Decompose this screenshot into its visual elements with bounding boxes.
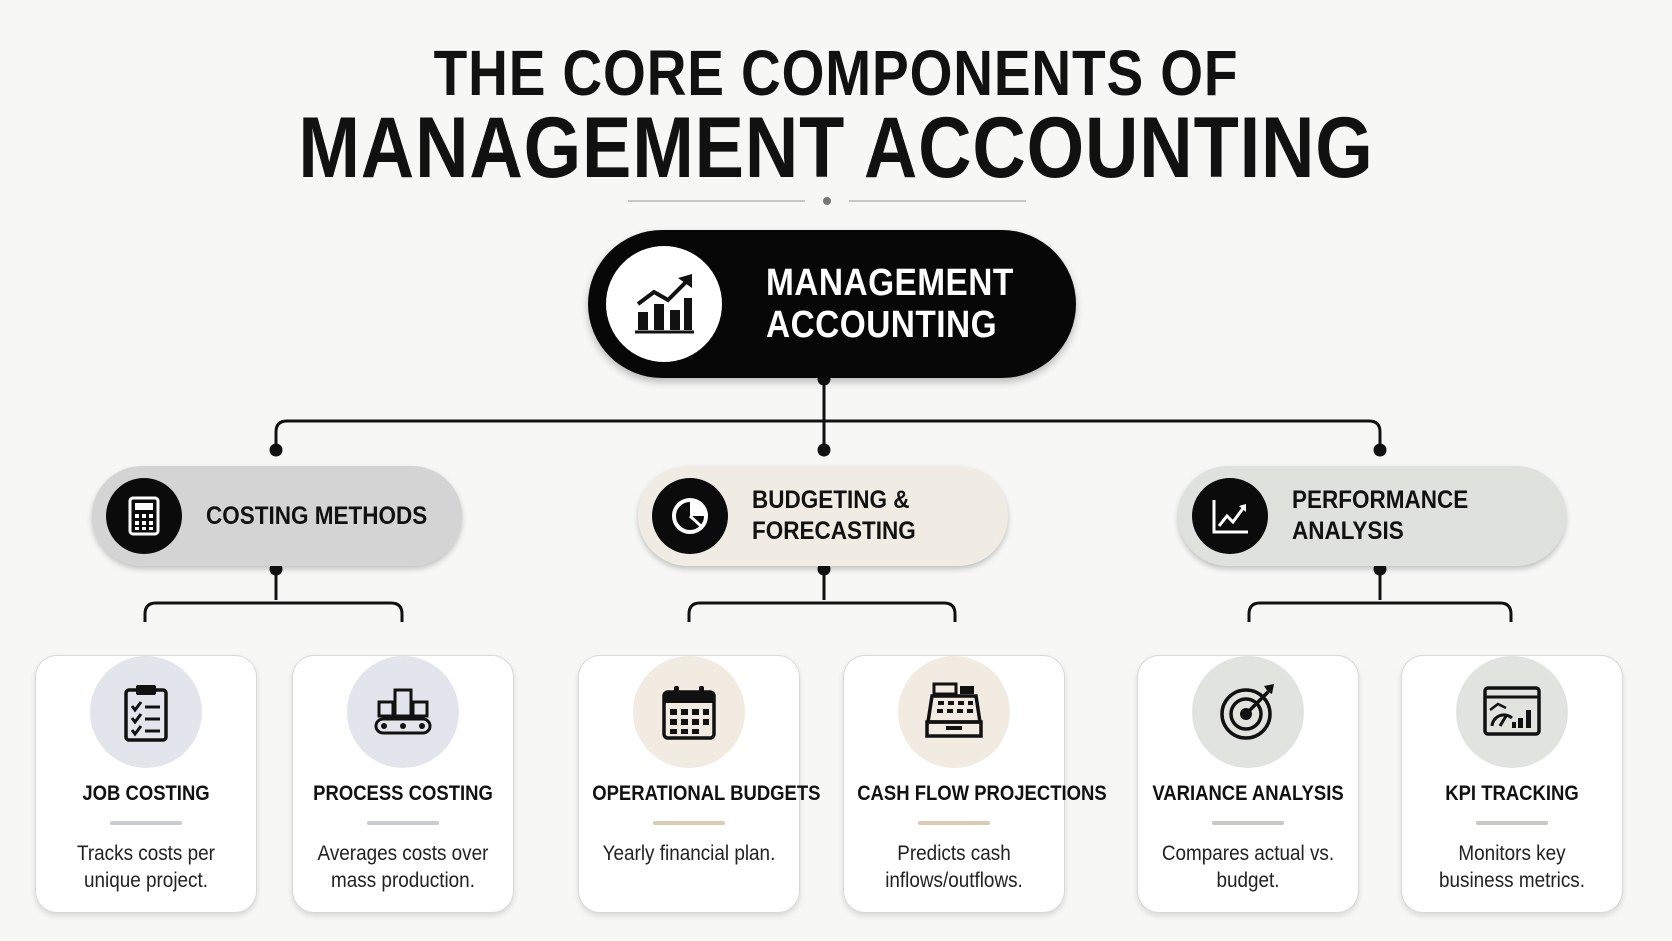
card-description: Compares actual vs. budget. — [1161, 842, 1335, 892]
card-description: Yearly financial plan. — [602, 842, 776, 865]
category-performance-analysis: PERFORMANCE ANALYSIS — [1178, 466, 1566, 566]
category-icon-circle — [1192, 478, 1268, 554]
card-operational-budgets: OPERATIONAL BUDGETS Yearly financial pla… — [578, 655, 821, 913]
card-divider — [1212, 821, 1284, 825]
title-divider-right — [849, 200, 1026, 202]
card-description: Monitors key business metrics. — [1439, 842, 1585, 892]
card-variance-analysis: VARIANCE ANALYSIS Compares actual vs. bu… — [1137, 655, 1359, 913]
card-icon-circle — [90, 656, 202, 768]
title-divider-dot — [823, 197, 831, 205]
target-arrow-icon — [1220, 684, 1274, 740]
line-chart-icon — [1212, 500, 1248, 534]
card-icon-circle — [1456, 656, 1568, 768]
card-divider — [1476, 821, 1548, 825]
cash-register-icon — [925, 682, 983, 738]
card-job-costing: JOB COSTING Tracks costs per unique proj… — [35, 655, 257, 913]
calendar-icon — [662, 686, 716, 740]
card-description: Tracks costs per unique project. — [77, 842, 215, 892]
connector-dot — [269, 443, 283, 457]
category-label: BUDGETING & FORECASTING — [752, 486, 916, 545]
card-icon-circle — [1192, 656, 1304, 768]
title-line-2: MANAGEMENT ACCOUNTING — [298, 100, 1374, 196]
category-icon-circle — [652, 478, 728, 554]
card-title: JOB COSTING — [82, 782, 210, 805]
connector-dot — [817, 443, 831, 457]
card-icon-circle — [633, 656, 745, 768]
category-label: COSTING METHODS — [206, 501, 428, 530]
category-icon-circle — [106, 478, 182, 554]
card-icon-circle — [347, 656, 459, 768]
connector-dot — [1373, 443, 1387, 457]
title-divider-left — [628, 200, 805, 202]
pie-chart-icon — [672, 498, 708, 534]
card-icon-circle — [898, 656, 1010, 768]
conveyor-boxes-icon — [374, 688, 432, 735]
growth-chart-icon — [635, 274, 694, 334]
card-cash-flow-projections: CASH FLOW PROJECTIONS Predicts cash infl… — [843, 655, 1107, 913]
card-divider — [918, 821, 990, 825]
clipboard-checklist-icon — [124, 685, 168, 742]
category-label: PERFORMANCE ANALYSIS — [1292, 486, 1469, 545]
card-description: Predicts cash inflows/outflows. — [885, 842, 1023, 892]
card-divider — [367, 821, 439, 825]
card-process-costing: PROCESS COSTING Averages costs over mass… — [292, 655, 514, 913]
root-node: MANAGEMENT ACCOUNTING — [588, 230, 1076, 378]
card-divider — [653, 821, 725, 825]
root-label: MANAGEMENT ACCOUNTING — [766, 262, 1014, 346]
card-title: CASH FLOW PROJECTIONS — [857, 782, 1107, 805]
category-budgeting-forecasting: BUDGETING & FORECASTING — [638, 466, 1008, 566]
category-costing-methods: COSTING METHODS — [92, 466, 462, 566]
calculator-icon — [128, 496, 160, 536]
card-kpi-tracking: KPI TRACKING Monitors key business metri… — [1401, 655, 1623, 913]
root-icon-circle — [606, 246, 722, 362]
card-title: KPI TRACKING — [1445, 782, 1579, 805]
card-title: PROCESS COSTING — [313, 782, 493, 805]
card-description: Averages costs over mass production. — [317, 842, 489, 892]
card-title: VARIANCE ANALYSIS — [1152, 782, 1344, 805]
dashboard-icon — [1483, 686, 1541, 736]
title-line-1: THE CORE COMPONENTS OF — [433, 37, 1239, 109]
card-divider — [110, 821, 182, 825]
card-title: OPERATIONAL BUDGETS — [592, 782, 821, 805]
